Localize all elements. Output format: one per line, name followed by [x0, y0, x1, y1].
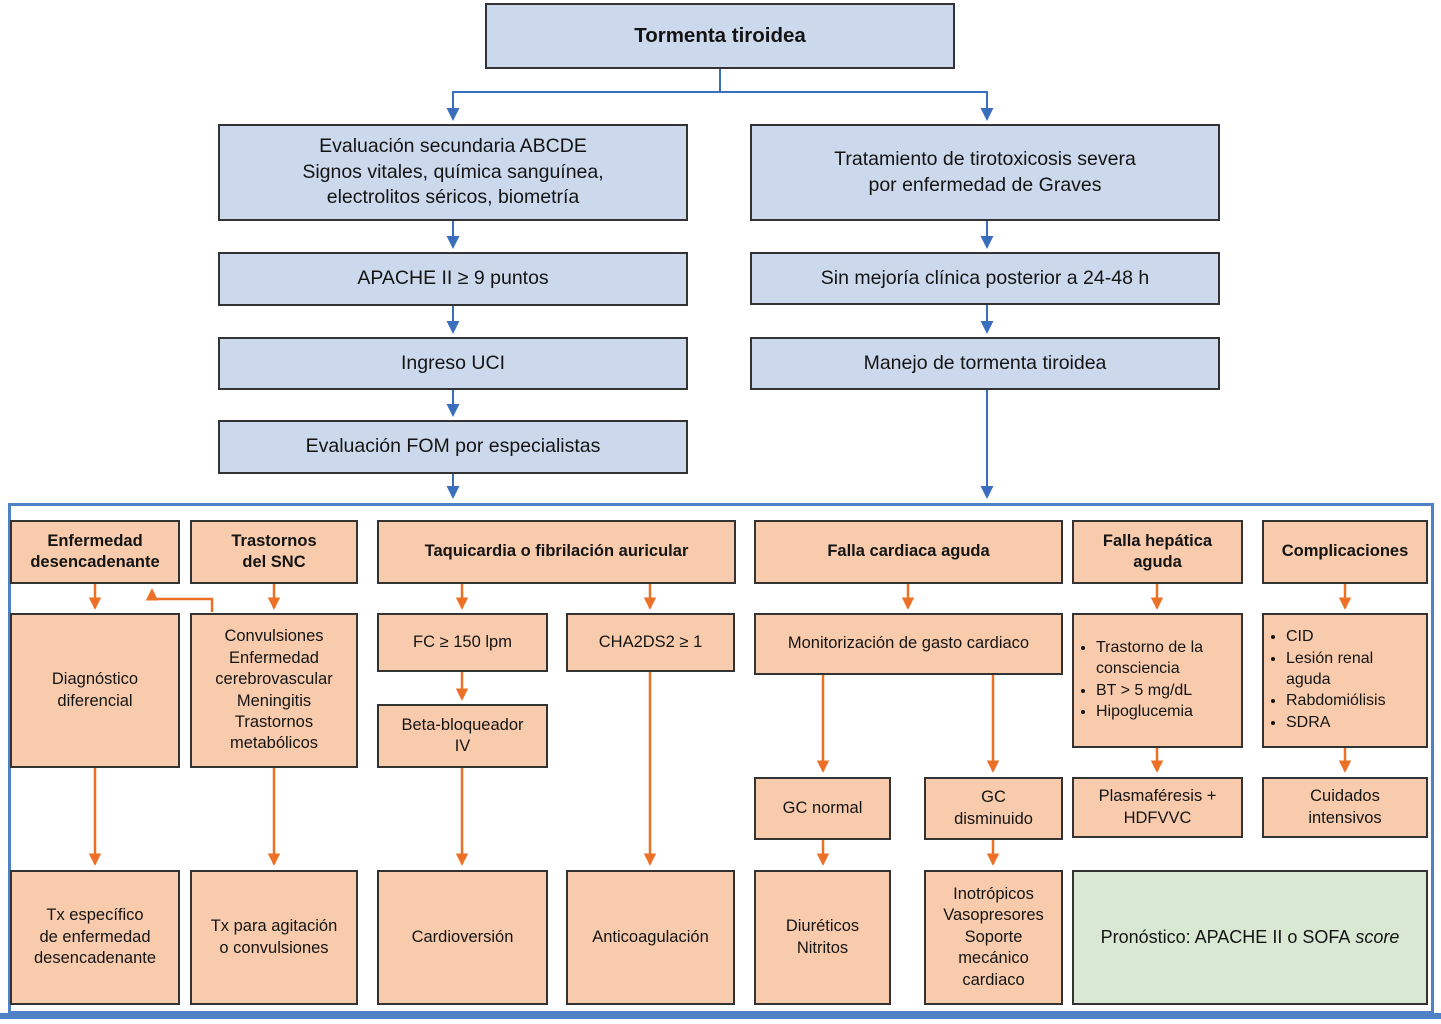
node-manejo-tormenta: Manejo de tormenta tiroidea: [750, 337, 1220, 390]
header-complicaciones: Complicaciones: [1262, 520, 1428, 584]
pronostico-score-term: score: [1355, 926, 1400, 947]
complications-list: CID Lesión renal aguda Rabdomiólisis SDR…: [1264, 626, 1426, 735]
bottom-border-bar: [0, 1013, 1441, 1019]
node-hallazgos-snc: Convulsiones Enfermedad cerebrovascular …: [190, 613, 358, 768]
node-tratamiento-graves: Tratamiento de tirotoxicosis severa por …: [750, 124, 1220, 221]
node-tormenta-tiroidea: Tormenta tiroidea: [485, 3, 955, 69]
node-diagnostico-diferencial: Diagnóstico diferencial: [10, 613, 180, 768]
node-lista-complicaciones: CID Lesión renal aguda Rabdomiólisis SDR…: [1262, 613, 1428, 748]
header-enfermedad-desencadenante: Enfermedad desencadenante: [10, 520, 180, 584]
list-item: CID: [1286, 627, 1422, 648]
header-taquicardia: Taquicardia o fibrilación auricular: [377, 520, 736, 584]
node-gc-normal: GC normal: [754, 777, 891, 840]
list-item: Hipoglucemia: [1096, 702, 1237, 723]
node-diureticos-nitritos: Diuréticos Nitritos: [754, 870, 891, 1005]
node-evaluacion-fom: Evaluación FOM por especialistas: [218, 420, 688, 474]
node-ingreso-uci: Ingreso UCI: [218, 337, 688, 390]
liver-findings-list: Trastorno de la consciencia BT > 5 mg/dL…: [1074, 637, 1241, 724]
node-evaluacion-secundaria: Evaluación secundaria ABCDE Signos vital…: [218, 124, 688, 221]
node-fc-150: FC ≥ 150 lpm: [377, 613, 548, 672]
node-beta-bloqueador: Beta-bloqueador IV: [377, 704, 548, 768]
pronostico-label: Pronóstico: APACHE II o SOFA: [1100, 926, 1351, 947]
header-falla-hepatica: Falla hepática aguda: [1072, 520, 1243, 584]
node-hallazgos-hepaticos: Trastorno de la consciencia BT > 5 mg/dL…: [1072, 613, 1243, 748]
node-gc-disminuido: GC disminuido: [924, 777, 1063, 840]
header-trastornos-snc: Trastornos del SNC: [190, 520, 358, 584]
node-cha2ds2: CHA2DS2 ≥ 1: [566, 613, 735, 672]
list-item: SDRA: [1286, 713, 1422, 734]
node-tx-agitacion: Tx para agitación o convulsiones: [190, 870, 358, 1005]
list-item: Lesión renal aguda: [1286, 649, 1422, 691]
node-cuidados-intensivos: Cuidados intensivos: [1262, 777, 1428, 838]
node-cardioversion: Cardioversión: [377, 870, 548, 1005]
list-item: BT > 5 mg/dL: [1096, 681, 1237, 702]
list-item: Rabdomiólisis: [1286, 691, 1422, 712]
header-falla-cardiaca: Falla cardiaca aguda: [754, 520, 1063, 584]
list-item: Trastorno de la consciencia: [1096, 638, 1237, 680]
node-monitorizacion-gc: Monitorización de gasto cardiaco: [754, 613, 1063, 675]
management-box: [8, 503, 1434, 1014]
node-anticoagulacion: Anticoagulación: [566, 870, 735, 1005]
node-tx-especifico: Tx específico de enfermedad desencadenan…: [10, 870, 180, 1005]
node-inotropicos: Inotrópicos Vasopresores Soporte mecánic…: [924, 870, 1063, 1005]
node-apache: APACHE II ≥ 9 puntos: [218, 252, 688, 306]
node-plasmaferesis: Plasmaféresis + HDFVVC: [1072, 777, 1243, 838]
node-sin-mejoria: Sin mejoría clínica posterior a 24-48 h: [750, 252, 1220, 305]
